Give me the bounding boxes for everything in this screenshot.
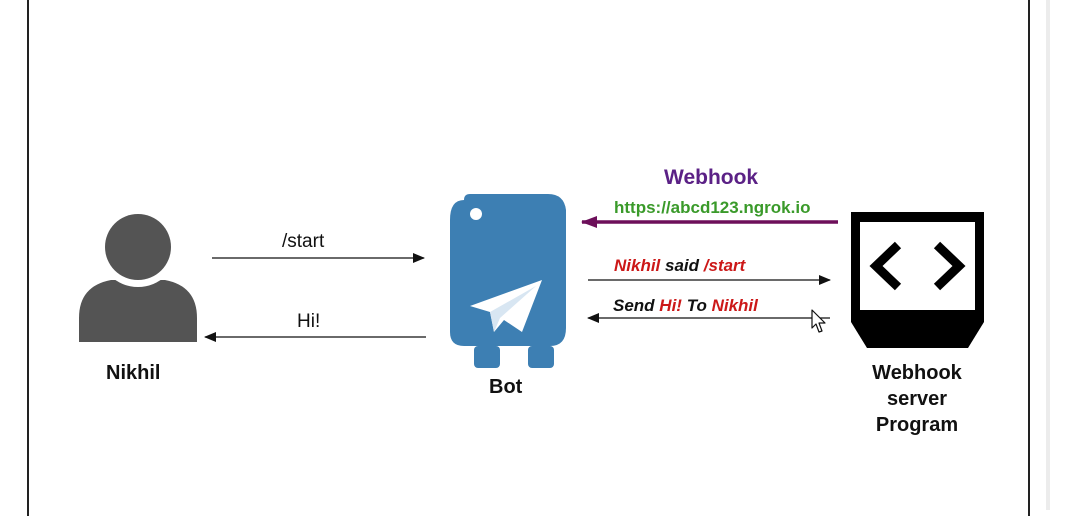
- response-send: Send: [613, 296, 660, 315]
- server-label-line-1: Webhook: [872, 362, 962, 384]
- forward-command: /start: [703, 256, 746, 275]
- code-monitor-icon: [851, 212, 984, 348]
- node-label-bot: Bot: [489, 376, 523, 398]
- page-frame: [27, 0, 1030, 516]
- response-message: Hi!: [659, 296, 682, 315]
- mouse-pointer-icon: [811, 309, 826, 333]
- edge-label-forward: Nikhil said /start: [614, 256, 745, 276]
- edge-label-response: Send Hi! To Nikhil: [613, 296, 758, 316]
- webhook-title: Webhook: [664, 166, 759, 189]
- edge-label-reply: Hi!: [297, 311, 321, 332]
- response-to: To: [681, 296, 712, 315]
- response-user-name: Nikhil: [711, 296, 758, 315]
- forward-verb: said: [660, 256, 704, 275]
- forward-user-name: Nikhil: [614, 256, 661, 275]
- node-label-server: Webhook server Program: [848, 360, 986, 438]
- user-silhouette-icon: [79, 207, 197, 342]
- server-label-line-3: Program: [875, 414, 959, 436]
- python-telegram-bot-icon: [450, 194, 566, 368]
- scrollbar-track: [1046, 0, 1050, 510]
- server-label-line-2: server: [886, 388, 948, 410]
- webhook-url: https://abcd123.ngrok.io: [614, 198, 811, 217]
- node-label-user: Nikhil: [106, 362, 161, 384]
- edge-label-start: /start: [282, 231, 325, 252]
